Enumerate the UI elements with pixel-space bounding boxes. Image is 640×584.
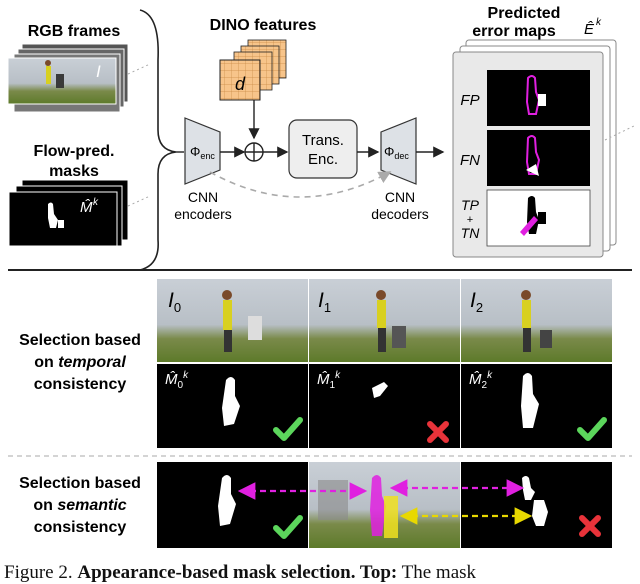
semantic-label: Selection based on semantic consistency [19, 475, 141, 536]
svg-text:DINO features: DINO features [210, 17, 317, 34]
semantic-mask-right [461, 462, 612, 548]
svg-text:Selection based: Selection based [19, 332, 141, 349]
svg-text:Flow-pred.: Flow-pred. [34, 143, 115, 160]
flow-mask-stack: M̂ k [8, 179, 129, 247]
svg-text:TN: TN [461, 225, 481, 241]
svg-text:Predicted: Predicted [488, 5, 561, 22]
check-icon [577, 417, 607, 441]
svg-text:consistency: consistency [34, 519, 127, 536]
svg-text:I: I [96, 62, 101, 81]
fp-panel: FP [460, 70, 590, 126]
svg-text:on temporal: on temporal [34, 354, 126, 371]
mask-1: M̂1k [309, 364, 460, 448]
cnn-encoders-label: CNN encoders [174, 189, 232, 222]
fn-panel: FN [460, 130, 590, 186]
semantic-mask-left [157, 462, 308, 548]
svg-text:Ê: Ê [584, 21, 595, 38]
svg-text:FP: FP [460, 92, 479, 109]
input-brace [139, 9, 177, 271]
check-icon [273, 515, 303, 539]
decoder-block [380, 117, 417, 185]
mask-0: M̂0k [157, 364, 308, 448]
semantic-frame-middle [309, 462, 460, 548]
rgb-frame-stack: I [7, 43, 129, 113]
transformer-label: Trans. Enc. [302, 132, 344, 168]
dino-feature-stack: d [219, 39, 287, 101]
mask-2: M̂2k [461, 364, 612, 448]
svg-text:FN: FN [460, 152, 480, 169]
predicted-label: Predicted error maps Ê k [472, 5, 602, 40]
cross-icon [579, 515, 601, 537]
svg-text:M̂0k: M̂0k [165, 370, 189, 391]
frame-1: I1 [309, 279, 460, 362]
skip-connection [209, 171, 392, 198]
svg-text:Enc.: Enc. [308, 151, 338, 168]
flow-dotted-connector [127, 195, 151, 207]
frame-0: I0 [157, 279, 308, 362]
rgb-dotted-connector [127, 63, 151, 75]
frame-2: I2 [461, 279, 612, 362]
dino-label: DINO features [210, 17, 317, 34]
svg-text:+: + [467, 214, 473, 226]
svg-text:on semantic: on semantic [33, 497, 126, 514]
svg-text:M̂2k: M̂2k [469, 370, 493, 391]
svg-text:masks: masks [49, 163, 99, 180]
svg-text:TP: TP [461, 197, 480, 213]
svg-text:decoders: decoders [371, 206, 429, 222]
svg-text:consistency: consistency [34, 376, 127, 393]
rgb-frames-label: RGB frames [28, 23, 121, 40]
cross-icon [427, 421, 449, 443]
svg-text:M̂: M̂ [80, 199, 93, 216]
transformer-block [288, 119, 358, 179]
svg-text:d: d [235, 74, 246, 94]
check-icon [273, 417, 303, 441]
svg-text:Selection based: Selection based [19, 475, 141, 492]
sum-operator [244, 142, 264, 162]
cnn-decoders-label: CNN decoders [371, 189, 429, 222]
svg-text:Trans.: Trans. [302, 132, 344, 149]
svg-text:M̂1k: M̂1k [317, 370, 341, 391]
encoder-block [184, 117, 221, 185]
svg-text:RGB frames: RGB frames [28, 23, 121, 40]
svg-text:CNN: CNN [188, 189, 218, 205]
svg-text:encoders: encoders [174, 206, 232, 222]
tp-tn-panel: TP + TN [461, 189, 591, 247]
svg-text:k: k [93, 197, 99, 208]
svg-text:CNN: CNN [385, 189, 415, 205]
output-dotted-connector [604, 124, 637, 141]
svg-text:error maps: error maps [472, 23, 556, 40]
figure-caption: Figure 2. Appearance-based mask selectio… [4, 562, 477, 583]
svg-text:k: k [596, 17, 602, 28]
temporal-label: Selection based on temporal consistency [19, 332, 141, 393]
flow-masks-label: Flow-pred. masks [34, 143, 115, 180]
